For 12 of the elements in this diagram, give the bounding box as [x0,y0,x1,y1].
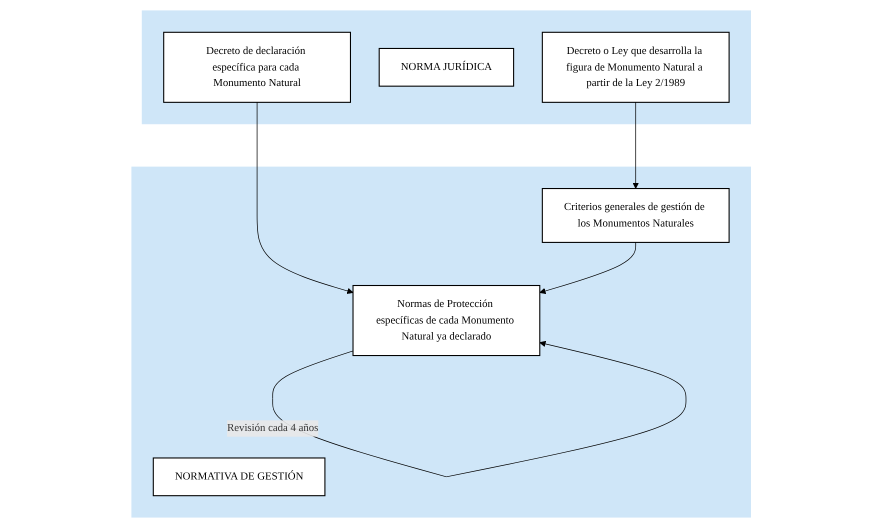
cluster [132,166,752,518]
edge-label: Revisión cada 4 años [227,422,319,434]
arrow [540,242,636,294]
node-box: NORMA JURÍDICA [378,48,514,87]
node-box: Decreto de declaración específica para cada Monumento Natural [163,32,352,103]
node-box: Decreto o Ley que desarrolla la figura de Monumento Natural a partir de la Ley 2/1989 [542,32,730,103]
arrow [257,102,354,294]
node-box: Normas de Protección específicas de cada Monumento Natural ya declarado [352,284,541,356]
arrow [632,102,640,189]
node-box: Criterios generales de gestión de los Monumentos Naturales [542,188,730,243]
node-box: NORMATIVA DE GESTIÓN [153,457,326,496]
cluster [142,10,752,124]
